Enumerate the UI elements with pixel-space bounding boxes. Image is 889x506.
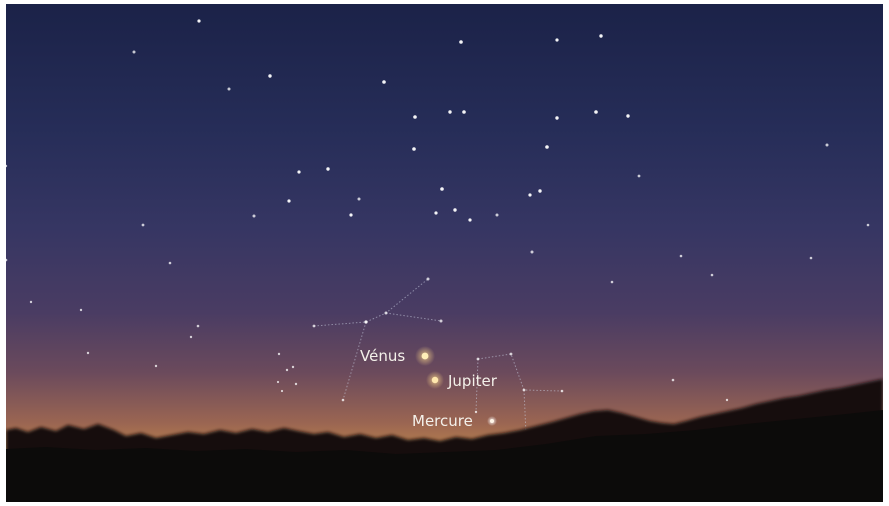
venus-marker [415,346,435,366]
planets: Vénus Jupiter Mercure [360,346,498,430]
star [364,320,368,324]
constellation-lines [313,278,563,435]
star [462,110,466,114]
star [440,187,444,191]
star [453,208,457,212]
star [610,280,614,284]
star [382,80,386,84]
star [227,87,231,91]
star [326,167,330,171]
star [545,145,549,149]
star [476,357,480,361]
star [291,365,295,369]
star [528,193,532,197]
star [349,213,353,217]
star [196,324,200,328]
jupiter-marker [426,371,444,389]
star [312,324,316,328]
mercury-marker [487,416,497,426]
star [538,189,542,193]
star [29,300,33,304]
star [825,143,829,147]
star [168,261,172,265]
star [384,311,388,315]
star [357,197,361,201]
star [459,40,463,44]
star [509,352,513,356]
star [626,114,630,118]
star [252,214,256,218]
star [297,170,301,174]
star [132,50,136,54]
venus-label: Vénus [360,347,405,365]
star [434,211,438,215]
star [285,368,289,372]
star [426,277,430,281]
star [280,389,284,393]
star [599,34,603,38]
star [671,378,675,382]
mercury-label: Mercure [412,412,473,430]
star [189,335,193,339]
night-sky-scene: Vénus Jupiter Mercure [6,4,883,502]
star [474,410,478,414]
star [530,250,534,254]
star [277,352,281,356]
star [412,147,416,151]
star [86,351,90,355]
star [141,223,145,227]
star [6,164,8,168]
star [725,398,729,402]
star [294,382,298,386]
foreground-hills [6,410,883,502]
star [522,388,526,392]
star [594,110,598,114]
star [6,258,8,262]
star-field [6,19,870,414]
star [495,213,499,217]
star [866,223,870,227]
jupiter-label: Jupiter [447,372,498,390]
star [287,199,291,203]
star [276,380,280,384]
star [555,116,559,120]
star [268,74,272,78]
star [809,256,813,260]
star [710,273,714,277]
sky-canvas: Vénus Jupiter Mercure [6,19,883,502]
star [341,398,345,402]
star [637,174,641,178]
star [439,319,443,323]
star [468,218,472,222]
star [679,254,683,258]
star [448,110,452,114]
star [79,308,83,312]
star [413,115,417,119]
star [560,389,564,393]
star [154,364,158,368]
star [555,38,559,42]
star [197,19,201,23]
